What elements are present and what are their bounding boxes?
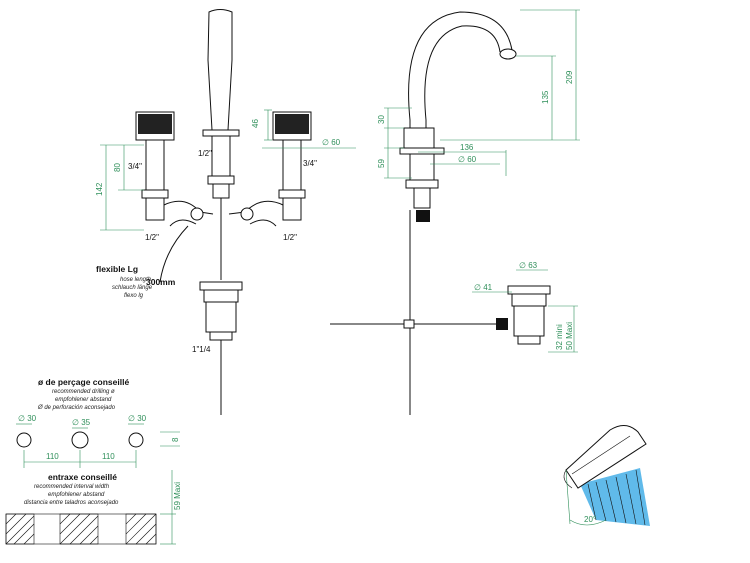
dim-80: 80	[113, 163, 122, 172]
front-dimensions	[100, 109, 356, 231]
interval-section: entraxe conseillé recommended interval w…	[5, 470, 182, 545]
rod-clip	[403, 319, 415, 329]
dim-30: 30	[377, 115, 386, 124]
dim-60-diameter: ∅ 60	[322, 138, 341, 147]
drill-dim-110b: 110	[102, 452, 115, 461]
waste-thread: 1"1/4	[192, 345, 211, 354]
right-valve-tail	[282, 197, 302, 221]
interval-plate	[5, 470, 176, 545]
left-hose-loop	[169, 219, 197, 227]
side-nut	[405, 179, 439, 189]
side-waste-flange	[507, 285, 551, 295]
spout-shank	[211, 135, 231, 177]
side-waste-outlet	[517, 335, 541, 345]
side-shank	[409, 153, 435, 181]
center-spout	[207, 9, 233, 131]
left-hose	[163, 200, 214, 215]
side-valve	[416, 210, 430, 222]
side-dimensions	[384, 9, 580, 353]
waste-outlet	[209, 331, 233, 341]
left-handle-top	[138, 114, 172, 134]
spray-angle: 20°	[584, 515, 596, 524]
side-waste-body	[513, 305, 545, 337]
right-hose	[228, 200, 284, 215]
waste-body	[205, 301, 237, 333]
left-hose-coupling	[190, 207, 204, 221]
drilling-dim-lines	[16, 423, 180, 468]
dim-60-side: ∅ 60	[458, 155, 477, 164]
dim-209: 209	[565, 70, 574, 84]
dim-32-mini: 32 mini	[555, 324, 564, 350]
dim-50-maxi: 50 Maxi	[565, 322, 574, 350]
dim-136: 136	[460, 143, 474, 152]
hose-line1: hose length	[120, 277, 152, 283]
aerator-head	[565, 425, 647, 489]
right-valve-body	[282, 139, 302, 191]
dim-59: 59	[377, 159, 386, 168]
dim-135: 135	[541, 90, 550, 104]
spray-jet	[580, 468, 650, 526]
side-base	[399, 147, 445, 155]
drilling-section: ø de perçage conseillé recommended drill…	[16, 377, 180, 468]
waste-flange	[199, 281, 243, 291]
spray-detail: 20°	[563, 425, 650, 526]
dim-142: 142	[95, 182, 104, 196]
spout-base	[202, 129, 240, 137]
interval-dim-59-maxi: 59 Maxi	[173, 482, 182, 510]
hose-title: flexible Lg	[96, 264, 138, 274]
drilling-line1: recommended drilling ø	[52, 389, 115, 395]
thread-half-top: 1/2"	[198, 149, 212, 158]
spout-outlet	[499, 48, 517, 60]
thread-34-right: 3/4"	[303, 159, 317, 168]
drilling-line3: Ø de perforación aconsejado	[37, 405, 116, 411]
thread-half-left: 1/2"	[145, 233, 159, 242]
interval-title: entraxe conseillé	[48, 472, 117, 482]
drill-dim-35: ∅ 35	[72, 418, 91, 427]
side-waste-top	[511, 293, 547, 307]
hose-line3: flexo lg	[124, 293, 144, 299]
front-view: 46 80 142 ∅ 60 1/2" 3/4" 3/4" 1/2" 1/2" …	[95, 9, 356, 415]
left-valve-tail	[145, 197, 165, 221]
drill-dim-8: 8	[171, 437, 180, 442]
drill-hole-right	[128, 432, 144, 448]
side-body	[403, 127, 435, 149]
waste-body-top	[203, 289, 239, 303]
drill-dim-30a: ∅ 30	[18, 414, 37, 423]
drill-dim-30b: ∅ 30	[128, 414, 147, 423]
spout-arc-inner	[424, 25, 501, 150]
dim-63: ∅ 63	[519, 261, 538, 270]
drill-dim-110a: 110	[46, 452, 59, 461]
spout-nut	[207, 175, 235, 185]
interval-line3: distancia entre taladros aconsejado	[24, 500, 119, 506]
dim-41: ∅ 41	[474, 283, 493, 292]
drilling-line2: empfohlener abstand	[55, 397, 112, 403]
dim-46: 46	[251, 119, 260, 128]
right-hose-coupling	[240, 207, 254, 221]
drill-hole-center	[71, 431, 89, 449]
thread-half-right: 1/2"	[283, 233, 297, 242]
spout-connector	[212, 183, 230, 199]
interval-line1: recommended interval width	[34, 484, 110, 490]
side-view: 209 135 30 59 136 ∅ 60 ∅ 63 ∅ 41 32 mini…	[330, 9, 580, 415]
drilling-title: ø de perçage conseillé	[38, 377, 129, 387]
right-hose-loop	[249, 219, 277, 227]
side-connector	[413, 187, 431, 209]
hose-pointer	[159, 225, 189, 283]
drill-hole-left	[16, 432, 32, 448]
left-valve-nut	[141, 189, 169, 199]
spout-arc-outer	[408, 11, 513, 150]
right-valve-nut	[278, 189, 306, 199]
thread-34-left: 3/4"	[128, 162, 142, 171]
side-waste-lever	[496, 318, 508, 330]
left-valve-body	[145, 139, 165, 191]
hose-line2: schlauch länge	[112, 285, 153, 291]
interval-line2: empfohlener abstand	[48, 492, 105, 498]
right-handle-top	[275, 114, 309, 134]
hose-length: 300mm	[146, 277, 176, 287]
